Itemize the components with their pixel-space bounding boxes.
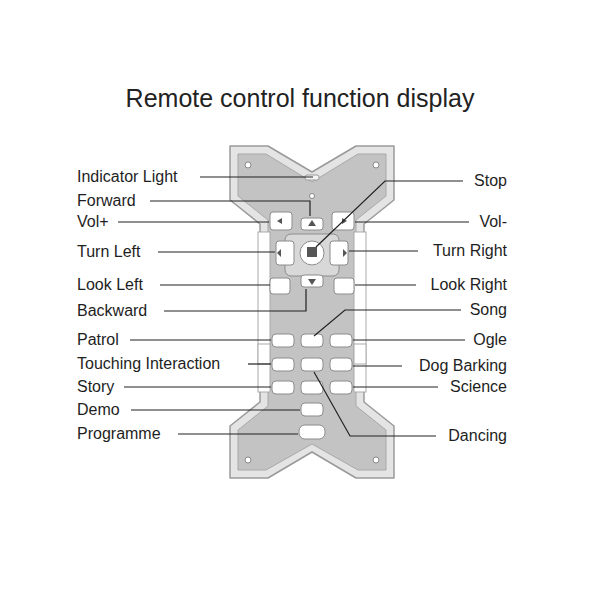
function-label: Backward [77,302,147,320]
side-band [258,344,270,364]
function-label: Song [470,301,507,319]
function-label: Programme [77,425,161,443]
function-label: Vol+ [77,213,109,231]
function-label: Dancing [448,427,507,445]
side-band [258,232,270,392]
screw-holes [245,162,379,463]
function-label: Ogle [473,331,507,349]
function-label: Indicator Light [77,168,178,186]
leader-lines [118,177,469,436]
function-label: Vol- [479,213,507,231]
function-label: Turn Left [77,243,140,261]
function-label: Story [77,378,114,396]
function-label: Turn Right [433,242,507,260]
function-label: Stop [474,172,507,190]
side-band [354,344,366,364]
function-label: Look Left [77,276,143,294]
function-label: Forward [77,192,136,210]
buttons [270,212,354,439]
function-label: Science [450,378,507,396]
function-label: Touching Interaction [77,355,220,373]
diagram-title: Remote control function display [0,83,600,113]
side-band [354,232,366,392]
function-label: Demo [77,401,120,419]
function-label: Dog Barking [419,357,507,375]
function-label: Patrol [77,331,119,349]
function-label: Look Right [431,276,508,294]
